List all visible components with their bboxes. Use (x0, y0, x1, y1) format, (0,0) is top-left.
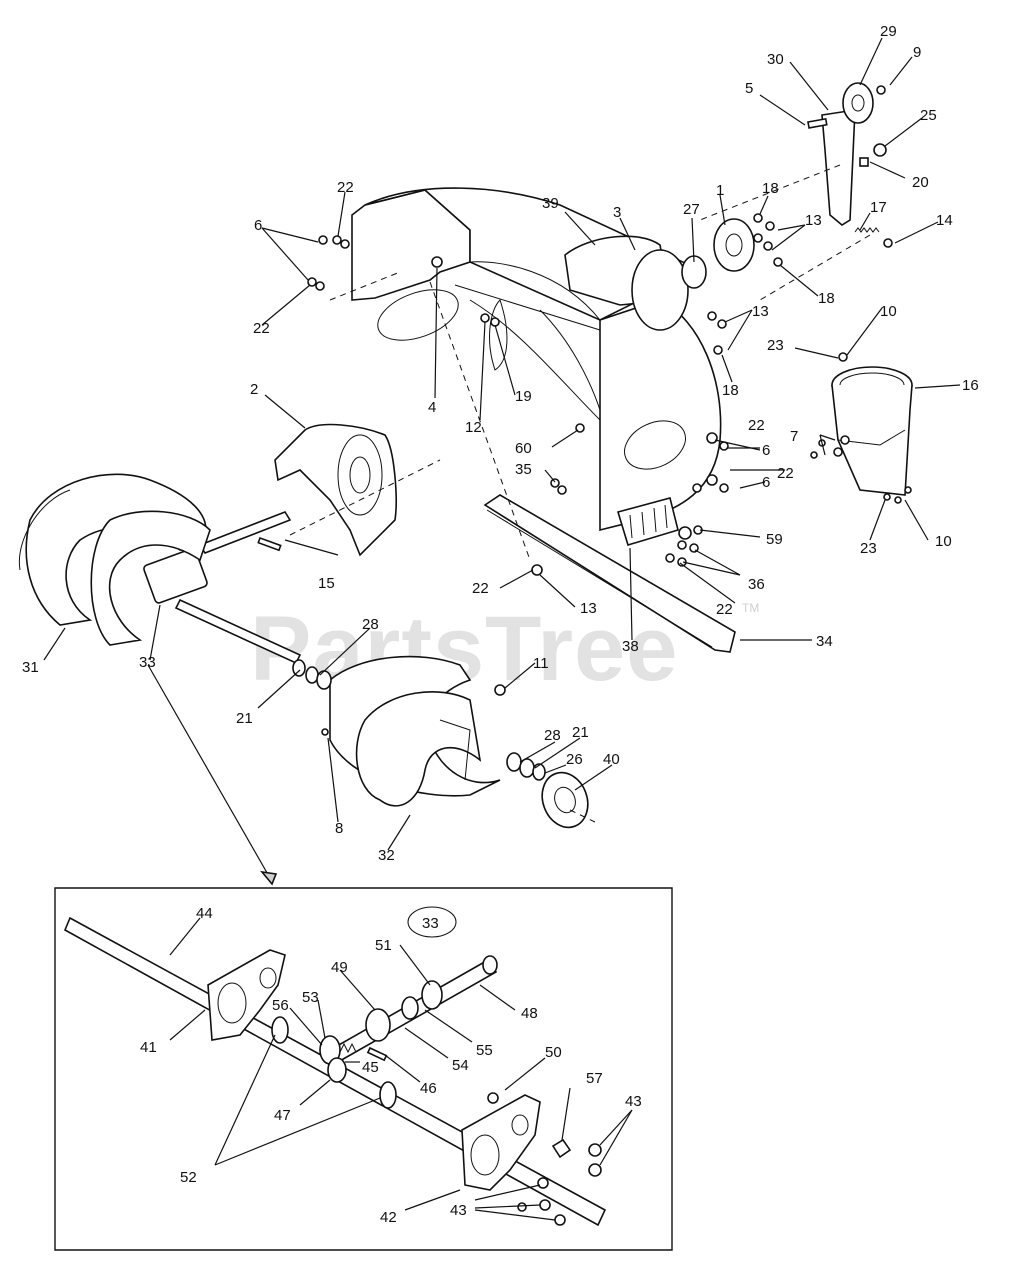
callout-22-skid: 22 (716, 601, 733, 618)
callout-9: 9 (913, 44, 921, 61)
callout-55: 55 (476, 1042, 493, 1059)
callout-28-left: 28 (362, 616, 379, 633)
watermark: PartsTree (250, 598, 678, 700)
callout-22-top: 22 (337, 179, 354, 196)
callout-21-left: 21 (236, 710, 253, 727)
callout-33: 33 (139, 654, 156, 671)
callout-22-bottom: 22 (472, 580, 489, 597)
callout-23-top: 23 (767, 337, 784, 354)
callout-48: 48 (521, 1005, 538, 1022)
skid-shoe (616, 497, 679, 546)
callout-13-bottom: 13 (580, 600, 597, 617)
left-auger (18, 473, 211, 646)
callout-57: 57 (586, 1070, 603, 1087)
callout-45: 45 (362, 1059, 379, 1076)
callout-35: 35 (515, 461, 532, 478)
bearing-housing (541, 771, 589, 829)
callout-15: 15 (318, 575, 335, 592)
callout-30: 30 (767, 51, 784, 68)
callout-56: 56 (272, 997, 289, 1014)
callout-18-mid: 18 (818, 290, 835, 307)
hardware (257, 85, 912, 781)
leader-lines (43, 37, 961, 1221)
callout-6-right-a: 6 (762, 442, 770, 459)
inset-auger-gearbox (54, 887, 673, 1251)
callout-17: 17 (870, 199, 887, 216)
auger-housing (351, 187, 722, 532)
inset-reference-label: 33 (422, 915, 439, 932)
inset-reference-circle (407, 906, 457, 938)
callout-59: 59 (766, 531, 783, 548)
callout-46: 46 (420, 1080, 437, 1097)
inset-pointer-line (147, 664, 271, 879)
callout-16: 16 (962, 377, 979, 394)
callout-20: 20 (912, 174, 929, 191)
callout-7: 7 (790, 428, 798, 445)
callout-32: 32 (378, 847, 395, 864)
callout-23-bottom: 23 (860, 540, 877, 557)
callout-49: 49 (331, 959, 348, 976)
assembly-lines (289, 164, 871, 823)
callout-2: 2 (250, 381, 258, 398)
callout-36: 36 (748, 576, 765, 593)
callout-28-right: 28 (544, 727, 561, 744)
callout-1: 1 (716, 182, 724, 199)
bearing-flange (713, 218, 755, 272)
callout-13-mid: 13 (752, 303, 769, 320)
callout-52: 52 (180, 1169, 197, 1186)
callout-22-right-b: 22 (777, 465, 794, 482)
callout-39: 39 (542, 195, 559, 212)
callout-10-top: 10 (880, 303, 897, 320)
callout-12: 12 (465, 419, 482, 436)
callout-4: 4 (428, 399, 436, 416)
callout-53: 53 (302, 989, 319, 1006)
callout-labels: 29 30 9 5 25 20 39 3 27 1 18 13 17 14 18… (22, 23, 979, 1226)
callout-5: 5 (745, 80, 753, 97)
callout-26: 26 (566, 751, 583, 768)
auger-shaft (143, 511, 302, 665)
callout-44: 44 (196, 905, 213, 922)
callout-6-left: 6 (254, 217, 262, 234)
callout-25: 25 (920, 107, 937, 124)
callout-22-right-a: 22 (748, 417, 765, 434)
callout-43-bottom: 43 (450, 1202, 467, 1219)
discharge-chute (831, 366, 913, 496)
callout-22-left: 22 (253, 320, 270, 337)
callout-13-top: 13 (805, 212, 822, 229)
impeller (274, 423, 397, 557)
callout-43-top: 43 (625, 1093, 642, 1110)
right-auger (329, 655, 501, 807)
callout-18-low: 18 (722, 382, 739, 399)
callout-40: 40 (603, 751, 620, 768)
callout-3: 3 (613, 204, 621, 221)
inset-pointer-arrowhead (260, 870, 278, 886)
callout-19: 19 (515, 388, 532, 405)
callout-38: 38 (622, 638, 639, 655)
watermark-tm: TM (742, 601, 759, 615)
callout-47: 47 (274, 1107, 291, 1124)
callout-42: 42 (380, 1209, 397, 1226)
callout-18-top: 18 (762, 180, 779, 197)
callout-27: 27 (683, 201, 700, 218)
callout-29: 29 (880, 23, 897, 40)
callout-10-bottom: 10 (935, 533, 952, 550)
callout-60: 60 (515, 440, 532, 457)
callout-11: 11 (533, 655, 549, 672)
idler-bracket-assembly (807, 82, 880, 233)
callout-41: 41 (140, 1039, 157, 1056)
callout-51: 51 (375, 937, 392, 954)
callout-50: 50 (545, 1044, 562, 1061)
callout-34: 34 (816, 633, 833, 650)
callout-21-right: 21 (572, 724, 589, 741)
callout-8: 8 (335, 820, 343, 837)
callout-31: 31 (22, 659, 39, 676)
shave-plate (483, 494, 736, 653)
callout-54: 54 (452, 1057, 469, 1074)
callout-6-right-b: 6 (762, 474, 770, 491)
callout-14: 14 (936, 212, 953, 229)
